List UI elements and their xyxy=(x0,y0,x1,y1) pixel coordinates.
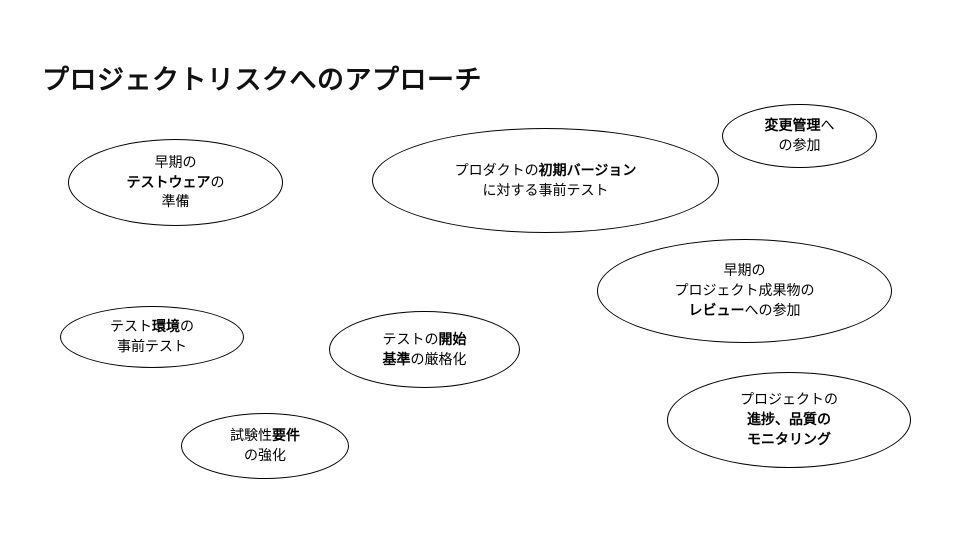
label-line: に対する事前テスト xyxy=(455,181,637,201)
label-line: 試験性要件 xyxy=(230,426,300,446)
label-line: テストウェアの xyxy=(127,173,225,193)
label-line: プロジェクト成果物の xyxy=(675,281,815,301)
label-line: 基準の厳格化 xyxy=(383,350,467,370)
ellipse-test-environment-pretest: テスト環境の事前テスト xyxy=(60,306,244,368)
ellipse-change-management-participation: 変更管理への参加 xyxy=(722,104,877,168)
label-line: 準備 xyxy=(127,192,225,212)
slide-title: プロジェクトリスクへのアプローチ xyxy=(42,65,482,95)
label-line: プロダクトの初期バージョン xyxy=(455,161,637,181)
ellipse-early-testware-preparation: 早期のテストウェアの準備 xyxy=(68,139,283,226)
text-segment: 事前テスト xyxy=(117,338,187,354)
text-segment: の強化 xyxy=(244,447,286,463)
text-segment: に対する事前テスト xyxy=(482,181,609,198)
label-line: モニタリング xyxy=(740,430,838,450)
label-line: 早期の xyxy=(675,261,815,281)
text-segment: 早期の xyxy=(723,262,766,279)
ellipse-label: テストの開始基準の厳格化 xyxy=(383,330,467,370)
label-line: の強化 xyxy=(230,446,300,466)
ellipse-label: 早期のプロジェクト成果物のレビューへの参加 xyxy=(675,261,815,321)
ellipse-project-progress-quality-monitoring: プロジェクトの進捗、品質のモニタリング xyxy=(667,372,911,468)
text-segment: 初期バージョン xyxy=(538,161,637,178)
label-line: 事前テスト xyxy=(110,337,194,357)
text-segment: への参加 xyxy=(744,301,801,318)
ellipse-stricter-test-entry-criteria: テストの開始基準の厳格化 xyxy=(329,311,520,388)
text-segment: の厳格化 xyxy=(410,350,467,367)
label-line: の参加 xyxy=(765,136,835,156)
text-segment: テスト xyxy=(110,318,152,335)
ellipse-early-deliverable-review-participation: 早期のプロジェクト成果物のレビューへの参加 xyxy=(597,239,892,343)
label-line: プロジェクトの xyxy=(740,390,838,410)
label-line: 進捗、品質の xyxy=(740,410,838,430)
text-segment: 変更管理 xyxy=(764,117,821,134)
text-segment: プロジェクト成果物の xyxy=(674,282,815,299)
ellipse-label: プロジェクトの進捗、品質のモニタリング xyxy=(740,390,838,450)
label-line: テスト環境の xyxy=(110,317,194,337)
text-segment: の xyxy=(180,318,194,335)
text-segment: の参加 xyxy=(778,137,821,153)
text-segment: テストウェア xyxy=(126,173,211,190)
ellipse-label: プロダクトの初期バージョンに対する事前テスト xyxy=(455,161,637,201)
text-segment: モニタリング xyxy=(747,430,831,447)
text-segment: へ xyxy=(820,117,835,134)
text-segment: 準備 xyxy=(161,193,190,210)
text-segment: 要件 xyxy=(272,427,300,444)
text-segment: 早期の xyxy=(154,153,197,170)
text-segment: テストの xyxy=(382,330,439,347)
ellipse-label: 変更管理への参加 xyxy=(765,116,835,156)
text-segment: 基準 xyxy=(382,350,411,367)
text-segment: 試験性 xyxy=(230,427,272,444)
label-line: テストの開始 xyxy=(383,330,467,350)
ellipse-label: 試験性要件の強化 xyxy=(230,426,300,466)
ellipse-strengthen-testability-requirements: 試験性要件の強化 xyxy=(181,413,349,479)
label-line: レビューへの参加 xyxy=(675,301,815,321)
text-segment: プロジェクトの xyxy=(740,391,838,408)
text-segment: 開始 xyxy=(438,330,467,347)
ellipse-label: 早期のテストウェアの準備 xyxy=(127,153,225,213)
text-segment: プロダクトの xyxy=(454,161,539,178)
ellipse-pretest-early-product-version: プロダクトの初期バージョンに対する事前テスト xyxy=(372,128,719,233)
text-segment: の xyxy=(210,173,225,190)
text-segment: レビュー xyxy=(688,301,745,318)
ellipse-label: テスト環境の事前テスト xyxy=(110,317,194,357)
label-line: 変更管理へ xyxy=(765,116,835,136)
text-segment: 進捗、品質の xyxy=(747,411,831,428)
text-segment: 環境 xyxy=(152,318,180,335)
label-line: 早期の xyxy=(127,153,225,173)
